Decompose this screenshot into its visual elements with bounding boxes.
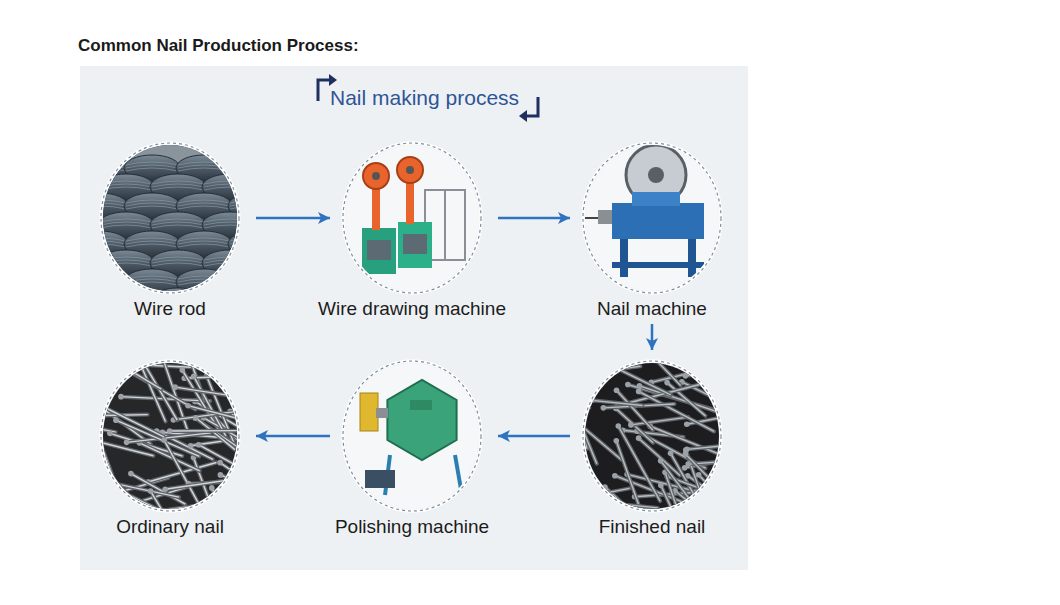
process-step: Polishing machine [331, 360, 494, 538]
step-circle [582, 360, 722, 512]
diagram-title: Common Nail Production Process: [78, 36, 359, 56]
bent-arrow-icons [318, 80, 538, 116]
picture [20, 142, 310, 314]
step-caption: Ordinary nail [116, 516, 224, 538]
picture [342, 142, 482, 294]
step-circle [342, 142, 482, 294]
step-circle [582, 142, 722, 294]
picture [48, 307, 287, 545]
circle-outline [342, 142, 482, 294]
step-caption: Polishing machine [335, 516, 489, 538]
panel [80, 66, 748, 570]
step-caption: Wire drawing machine [318, 298, 506, 320]
step-caption: Finished nail [599, 516, 706, 538]
step-circle [342, 360, 482, 512]
circle-outline [582, 360, 722, 512]
flow-arrow [498, 217, 570, 220]
step-circle [100, 142, 240, 294]
process-step: Wire drawing machine [314, 142, 510, 320]
process-step: Finished nail [582, 360, 722, 538]
process-heading: Nail making process [330, 86, 519, 110]
flow-arrow [651, 324, 654, 350]
process-step: Ordinary nail [100, 360, 240, 538]
circle-outline [342, 360, 482, 512]
flow-arrow [256, 217, 330, 220]
flow-arrow [256, 435, 330, 438]
circle-outline [582, 142, 722, 294]
flow-arrow [498, 435, 570, 438]
process-step: Nail machine [582, 142, 722, 320]
step-caption: Wire rod [134, 298, 206, 320]
process-step: Wire rod [100, 142, 240, 320]
circle-outline [100, 142, 240, 294]
arrow-tip [329, 74, 337, 86]
picture [582, 142, 722, 294]
step-circle [100, 360, 240, 512]
step-caption: Nail machine [597, 298, 707, 320]
circle-outline [100, 360, 240, 512]
picture [342, 360, 482, 512]
arrow-tip [519, 110, 527, 122]
